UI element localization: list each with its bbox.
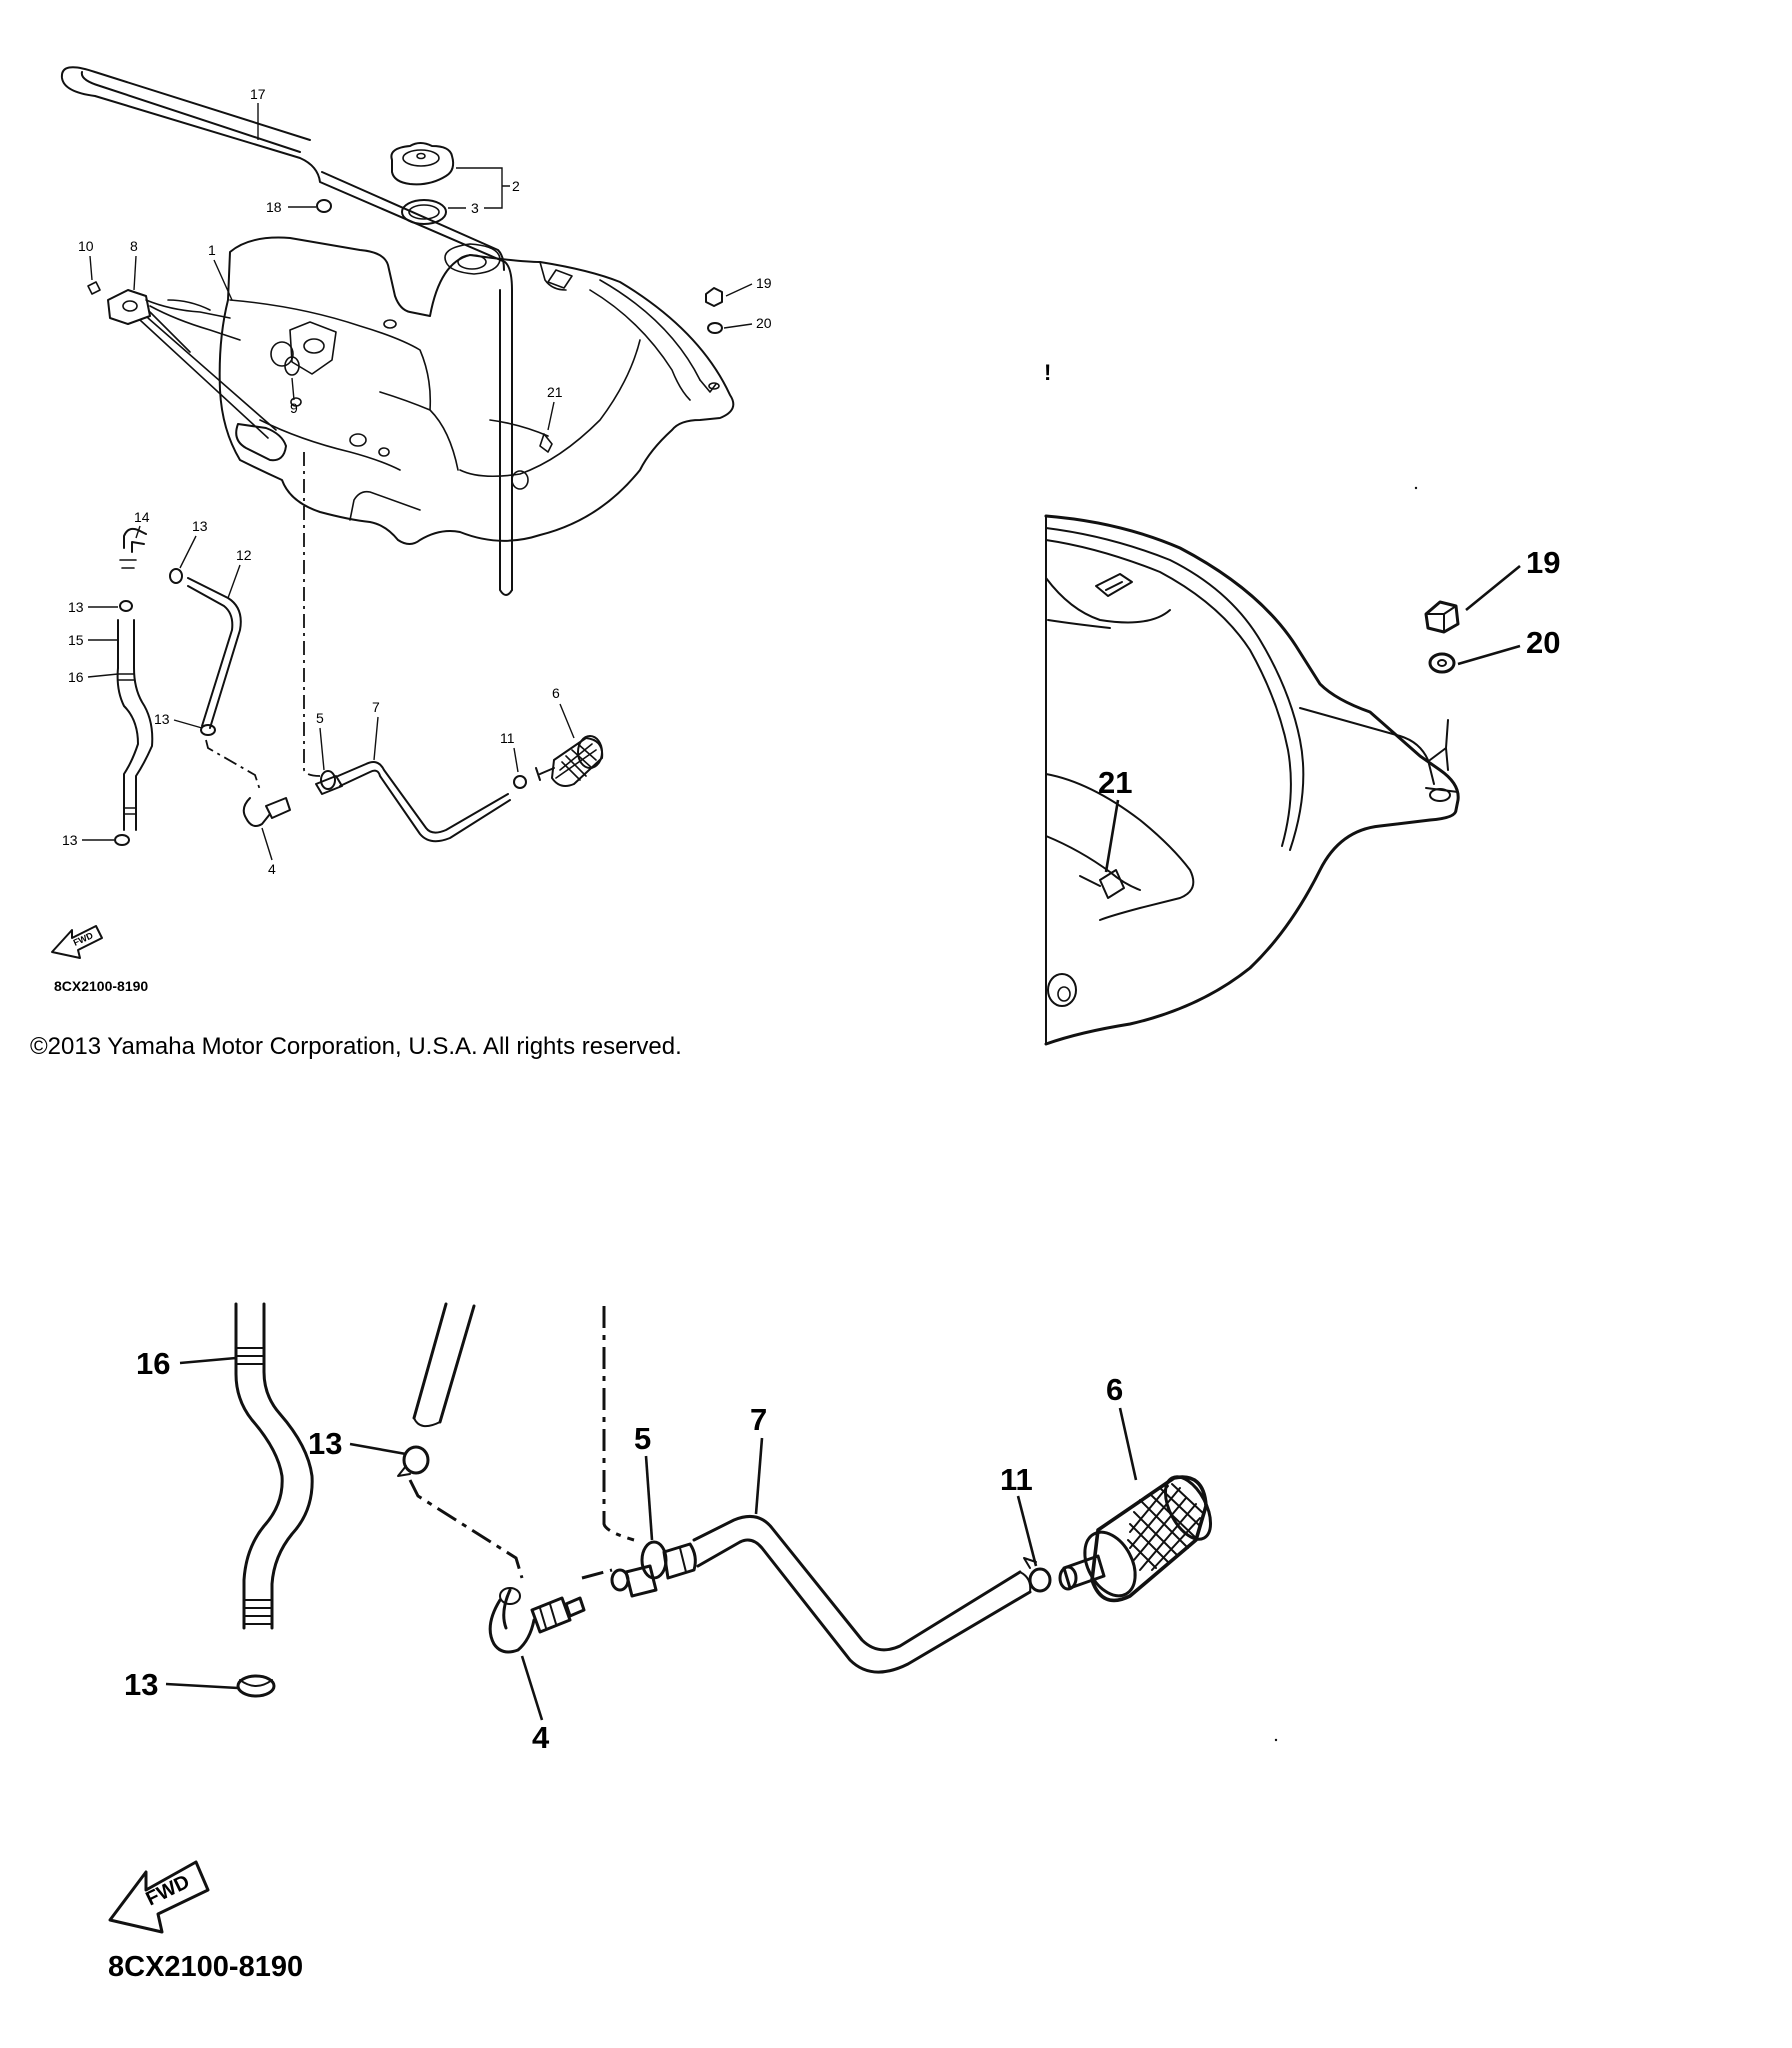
zoom-callout-5: 5 (634, 1421, 651, 1456)
callout-13-b: 13 (68, 599, 84, 615)
zoom-part-13-clamp-upper (397, 1445, 430, 1477)
zoom-part-5-valve (610, 1540, 697, 1598)
zoom-center-line-b (602, 1306, 635, 1542)
part-3-cap-gasket (401, 199, 447, 225)
part-5-valve (315, 770, 343, 795)
zoom-center-line-c (581, 1568, 613, 1580)
zoom-center-line-a (408, 1479, 524, 1579)
diagram-code-overview: 8CX2100-8190 (54, 978, 148, 994)
zoom-callout-21: 21 (1098, 765, 1132, 800)
callout-17: 17 (250, 86, 266, 102)
zoom-callouts: 19 20 21 (1098, 545, 1560, 873)
fwd-arrow-icon: FWD (51, 925, 103, 959)
callout-19: 19 (756, 275, 772, 291)
callout-13-a: 13 (192, 518, 208, 534)
stray-dot-2 (1274, 1738, 1278, 1742)
part-20-washer (707, 322, 723, 334)
part-1-fuel-tank (218, 236, 735, 545)
fwd-label: FWD (72, 930, 95, 948)
part-11-clip (513, 775, 527, 789)
zoom-callout-20: 20 (1526, 625, 1560, 660)
overview-callouts: 17 2 3 18 10 8 1 19 20 21 9 14 1 (62, 86, 772, 877)
callout-16: 16 (68, 669, 84, 685)
part-13-clamp-a (169, 568, 183, 584)
callout-18: 18 (266, 199, 282, 215)
part-19-nut (705, 287, 723, 307)
callout-8: 8 (130, 238, 138, 254)
zoom-bottom-callouts: 16 13 13 5 7 11 6 4 (124, 1346, 1138, 1755)
part-17-vent-hose (60, 66, 513, 596)
part-4-fitting (242, 797, 291, 827)
overview-diagram: 17 2 3 18 10 8 1 19 20 21 9 14 1 (51, 66, 772, 994)
callout-20: 20 (756, 315, 772, 331)
part-13-clamp-d (200, 724, 216, 736)
part-15-hose (117, 619, 135, 669)
callout-4: 4 (268, 861, 276, 877)
zoom-part-20-washer (1428, 652, 1456, 674)
callout-9: 9 (290, 400, 298, 416)
center-line-1 (303, 452, 321, 777)
zoom-part-21-clip (1079, 869, 1125, 899)
part-2-fuel-cap (390, 142, 455, 186)
zoom-part-4-fitting (488, 1587, 586, 1654)
part-6-fuel-filter (535, 735, 604, 787)
part-10-screw (87, 281, 101, 295)
callout-3: 3 (471, 200, 479, 216)
part-13-clamp-b (119, 600, 133, 612)
zoom-part-7-fuel-hose (692, 1514, 1032, 1674)
zoom-panel-right: ! (1044, 360, 1560, 1046)
callout-14: 14 (134, 509, 150, 525)
zoom-callout-6: 6 (1106, 1372, 1123, 1407)
part-7-fuel-hose (337, 761, 511, 843)
callout-7: 7 (372, 699, 380, 715)
zoom-part-6-fuel-filter (1058, 1475, 1213, 1603)
zoom-part-12-hose (412, 1302, 476, 1428)
part-12-hose (187, 577, 242, 729)
part-21-hose-clip (489, 419, 553, 453)
callout-11: 11 (500, 730, 515, 746)
zoom-callout-11: 11 (1000, 1462, 1033, 1497)
callout-5: 5 (316, 710, 324, 726)
stray-dot (1414, 486, 1418, 490)
part-8-fuel-sender (107, 289, 287, 462)
part-14-elbow-fitting (119, 527, 147, 569)
callout-1: 1 (208, 242, 216, 258)
zoom-fwd-arrow-icon: FWD (108, 1860, 210, 1934)
stray-mark: ! (1044, 360, 1051, 385)
zoom-part-13-clamp-lower (236, 1674, 276, 1698)
zoom-callout-13-lower: 13 (124, 1667, 158, 1702)
zoom-part-16-hose (234, 1302, 314, 1630)
part-9-grommet (284, 356, 300, 376)
zoom-callout-7: 7 (750, 1402, 767, 1437)
zoom-panel-bottom: 16 13 13 5 7 11 6 4 FWD 8CX2100-8190 (108, 1302, 1278, 1983)
zoom-part-19-nut (1424, 600, 1460, 634)
part-13-clamp-c (114, 834, 130, 846)
callout-2: 2 (512, 178, 520, 194)
diagram-code-zoom: 8CX2100-8190 (108, 1951, 303, 1983)
callout-15: 15 (68, 632, 84, 648)
copyright-notice: ©2013 Yamaha Motor Corporation, U.S.A. A… (30, 1033, 682, 1060)
callout-13-d: 13 (154, 711, 170, 727)
zoom-callout-13-upper: 13 (308, 1426, 342, 1461)
zoom-callout-16: 16 (136, 1346, 170, 1381)
part-18-clamp (316, 199, 332, 213)
center-line-2 (205, 739, 261, 791)
callout-10: 10 (78, 238, 94, 254)
zoom-callout-19: 19 (1526, 545, 1560, 580)
callout-13-c: 13 (62, 832, 78, 848)
zoom-part-11-clip (1023, 1557, 1052, 1593)
callout-12: 12 (236, 547, 252, 563)
part-16-hose (116, 667, 154, 831)
callout-6: 6 (552, 685, 560, 701)
zoomed-tank-rear (1044, 514, 1460, 1046)
zoom-callout-4: 4 (532, 1720, 550, 1755)
callout-21: 21 (547, 384, 563, 400)
